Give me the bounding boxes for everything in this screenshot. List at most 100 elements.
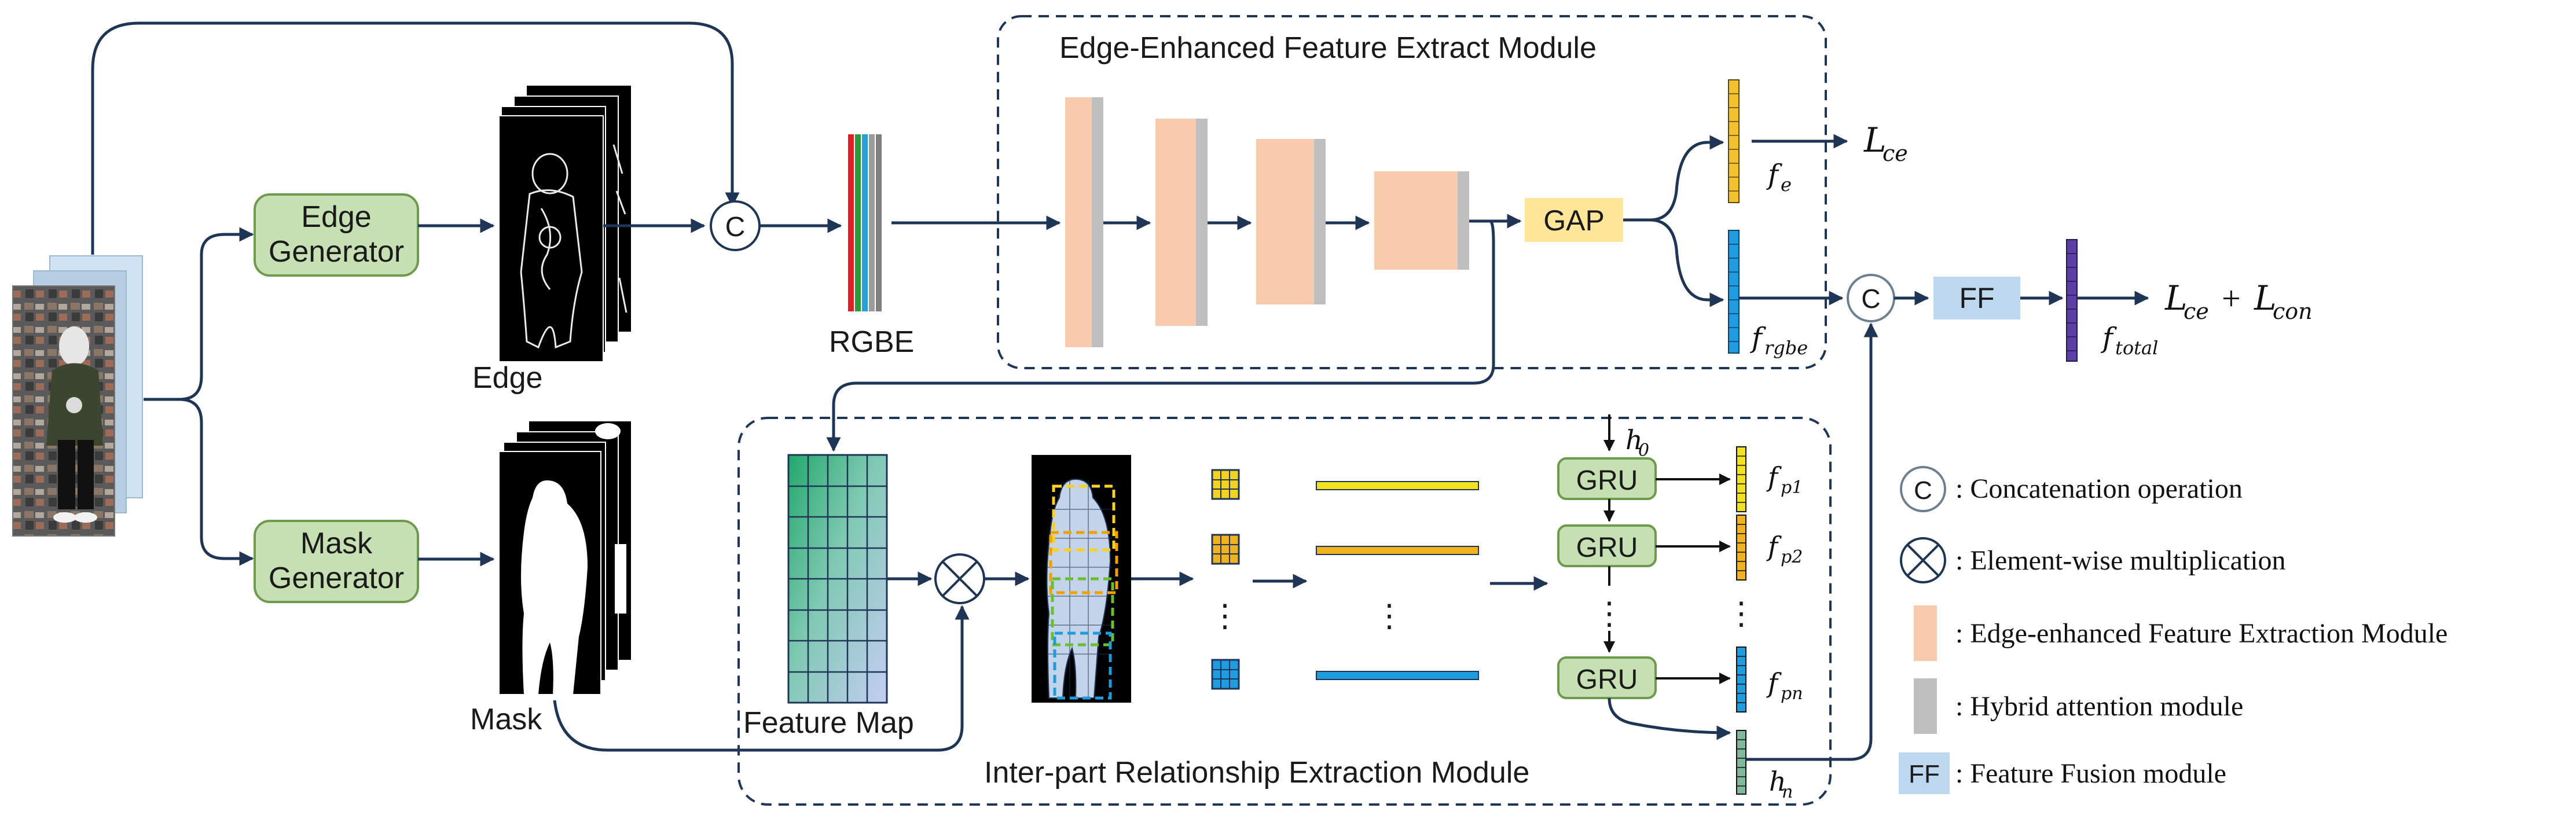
h0-label: h [1625, 424, 1643, 456]
arrow-gap-to-frgbe [1649, 218, 1724, 307]
mask-image-stack [498, 421, 631, 695]
legend-multiply-text: : Element-wise multiplication [1955, 545, 2286, 576]
feature-map-grid [787, 454, 888, 704]
inter-part-module-boundary [737, 417, 1832, 806]
masked-feature-map [1032, 455, 1131, 703]
legend-edge-module: : Edge-enhanced Feature Extraction Modul… [1914, 605, 2447, 661]
concat-operator-2: C [1847, 274, 1895, 322]
loss-total-plus: + [2222, 280, 2241, 317]
concat-symbol-2: C [1861, 284, 1880, 314]
rgbe-label: RGBE [829, 325, 914, 359]
vectors-vdots: ⋮ [1374, 598, 1405, 633]
stage-2-block [1155, 119, 1208, 326]
edge-module-boundary [997, 15, 1827, 369]
part-vector-n [1316, 671, 1479, 680]
loss-ce-sub: ce [1883, 141, 1908, 166]
hn-label-sub: n [1782, 782, 1793, 802]
gru-vdots: ⋮ [1594, 596, 1625, 631]
legend-ff: FF : Feature Fusion module [1899, 752, 2226, 794]
fe-feature-vector [1728, 79, 1740, 203]
frgbe-label: f [1750, 322, 1766, 354]
frgbe-label-sub: rgbe [1764, 337, 1808, 359]
mask-generator-label-2: Generator [269, 561, 404, 595]
gru-block-2: GRU [1557, 524, 1657, 567]
stage-4-block [1374, 171, 1469, 270]
arrow-gap-to-fe [1623, 135, 1724, 222]
arrow-to-edge-generator [144, 227, 254, 401]
fe-label-sub: e [1781, 174, 1792, 196]
ff-block: FF [1933, 277, 2020, 319]
concat-operator: C [710, 200, 761, 251]
fp-vdots: ⋮ [1726, 596, 1757, 631]
part-feature-2 [1211, 534, 1240, 565]
fp2-vector [1736, 515, 1746, 581]
fp1-label: f [1766, 461, 1782, 493]
arrow-mask-to-multiply [553, 605, 970, 752]
legend-ff-box-label: FF [1909, 760, 1940, 788]
frgbe-feature-vector [1728, 230, 1740, 354]
stage-3-block [1256, 139, 1326, 304]
hn-label: h [1769, 766, 1786, 797]
part-vector-1 [1316, 481, 1479, 490]
legend-concat: C : Concatenation operation [1900, 466, 2243, 512]
gru-block-n: GRU [1557, 656, 1657, 699]
hn-vector [1736, 730, 1746, 795]
concat-symbol: C [725, 212, 746, 243]
ftotal-feature-vector [2066, 239, 2078, 362]
fe-label: f [1766, 159, 1782, 191]
fpn-label-sub: pn [1781, 684, 1803, 704]
mask-label: Mask [470, 703, 542, 736]
loss-total-sub1: ce [2184, 299, 2209, 324]
elementwise-multiply-operator [934, 553, 985, 604]
ftotal-label: f [2101, 322, 2117, 354]
legend-multiply: : Element-wise multiplication [1900, 537, 2286, 583]
legend-concat-text: : Concatenation operation [1955, 473, 2243, 504]
fpn-vector [1736, 647, 1746, 713]
loss-total-sub2: con [2273, 299, 2313, 324]
loss-total-L1: L [2164, 278, 2188, 318]
legend-ff-text: : Feature Fusion module [1955, 758, 2226, 789]
gru-block-1: GRU [1557, 457, 1657, 500]
edge-module-title: Edge-Enhanced Feature Extract Module [1059, 31, 1597, 65]
fp1-vector [1736, 446, 1746, 512]
part-feature-n [1211, 659, 1240, 690]
loss-total-L2: L [2254, 278, 2277, 318]
arrow-to-mask-generator [179, 398, 254, 566]
fpn-label: f [1766, 667, 1782, 699]
legend-concat-symbol: C [1914, 476, 1932, 505]
edge-label: Edge [472, 361, 542, 395]
mask-generator-block: Mask Generator [254, 520, 419, 603]
gru-label-1: GRU [1576, 465, 1638, 496]
edge-generator-block: Edge Generator [254, 193, 419, 277]
stage-1-block [1065, 97, 1103, 347]
part-feature-1 [1211, 469, 1240, 500]
fp1-label-sub: p1 [1781, 478, 1803, 498]
mask-generator-label-1: Mask [300, 527, 373, 560]
part-vector-2 [1316, 546, 1479, 555]
edge-generator-label-2: Generator [269, 235, 404, 269]
arrow-hn-to-concat [1746, 322, 1878, 761]
total-loss: L ce + L con [2164, 278, 2313, 324]
parts-vdots: ⋮ [1209, 598, 1241, 633]
edge-generator-label-1: Edge [301, 200, 371, 234]
legend: C : Concatenation operation : Element-wi… [1899, 466, 2447, 794]
fp2-label: f [1766, 531, 1782, 562]
fp2-label-sub: p2 [1781, 547, 1803, 567]
legend-attention: : Hybrid attention module [1914, 678, 2243, 734]
input-image-stack [12, 255, 143, 537]
inter-part-module-title: Inter-part Relationship Extraction Modul… [984, 756, 1529, 789]
gru-label-2: GRU [1576, 532, 1638, 563]
edge-image-stack [498, 86, 631, 362]
legend-attention-text: : Hybrid attention module [1955, 691, 2243, 722]
h0-label-sub: 0 [1638, 440, 1649, 461]
gap-block: GAP [1525, 198, 1623, 242]
rgbe-tensor [848, 134, 882, 311]
arrow-backbone-to-feature-map [826, 219, 1495, 452]
loss-ce-L: L [1863, 120, 1887, 160]
gap-label: GAP [1543, 204, 1605, 237]
skip-arrow-to-concat [91, 21, 740, 255]
gru-label-n: GRU [1576, 664, 1638, 695]
ff-label: FF [1959, 282, 1994, 314]
ftotal-label-sub: total [2115, 337, 2158, 359]
